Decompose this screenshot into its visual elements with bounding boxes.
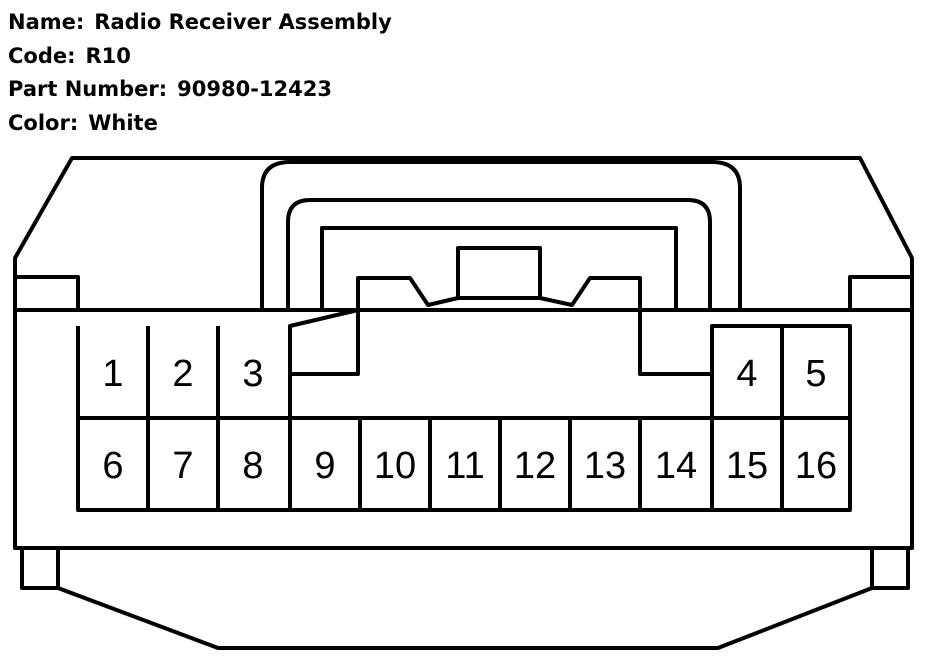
color-label: Color: <box>8 110 79 135</box>
code-label: Code: <box>8 43 76 68</box>
name-value: Radio Receiver Assembly <box>94 10 392 34</box>
pin-3-label: 3 <box>242 353 263 395</box>
latch-outer-frame <box>260 160 742 310</box>
connector-foot <box>20 548 910 650</box>
connector-info: Name: Radio Receiver Assembly Code: R10 Pa… <box>8 8 392 142</box>
pin-2-label: 2 <box>172 353 193 395</box>
pin-1-label: 1 <box>102 353 123 395</box>
name-row: Name: Radio Receiver Assembly <box>8 8 392 42</box>
latch-inner-frame <box>286 198 712 310</box>
pin-4-label: 4 <box>736 353 757 395</box>
pin-13-label: 13 <box>584 445 626 487</box>
pin-14-label: 14 <box>655 445 697 487</box>
pin-5-label: 5 <box>805 353 826 395</box>
color-value: White <box>88 110 158 135</box>
left-side-tab <box>13 275 80 312</box>
pin-12-label: 12 <box>514 445 556 487</box>
pin-7-label: 7 <box>172 445 193 487</box>
connector-housing <box>13 156 914 550</box>
part-number-label: Part Number: <box>8 77 168 101</box>
right-side-tab <box>848 275 914 312</box>
lock-lever-right-arm <box>539 276 642 310</box>
color-row: Color: White <box>8 109 392 143</box>
lock-lever-frame <box>320 226 678 312</box>
pin-15-label: 15 <box>726 445 768 487</box>
pin-16-label: 16 <box>795 445 837 487</box>
name-label: Name: <box>8 10 85 34</box>
part-number-row: Part Number: 90980-12423 <box>8 75 392 109</box>
lock-lever-left-arm <box>356 276 459 310</box>
code-row: Code: R10 <box>8 42 392 76</box>
pin-10-label: 10 <box>374 445 416 487</box>
pin-9-label: 9 <box>314 445 335 487</box>
pin-8-label: 8 <box>242 445 263 487</box>
pin-6-label: 6 <box>102 445 123 487</box>
lock-lever-center <box>456 246 542 300</box>
part-number-value: 90980-12423 <box>177 77 332 101</box>
pin-11-label: 11 <box>445 445 484 487</box>
code-value: R10 <box>85 43 131 68</box>
